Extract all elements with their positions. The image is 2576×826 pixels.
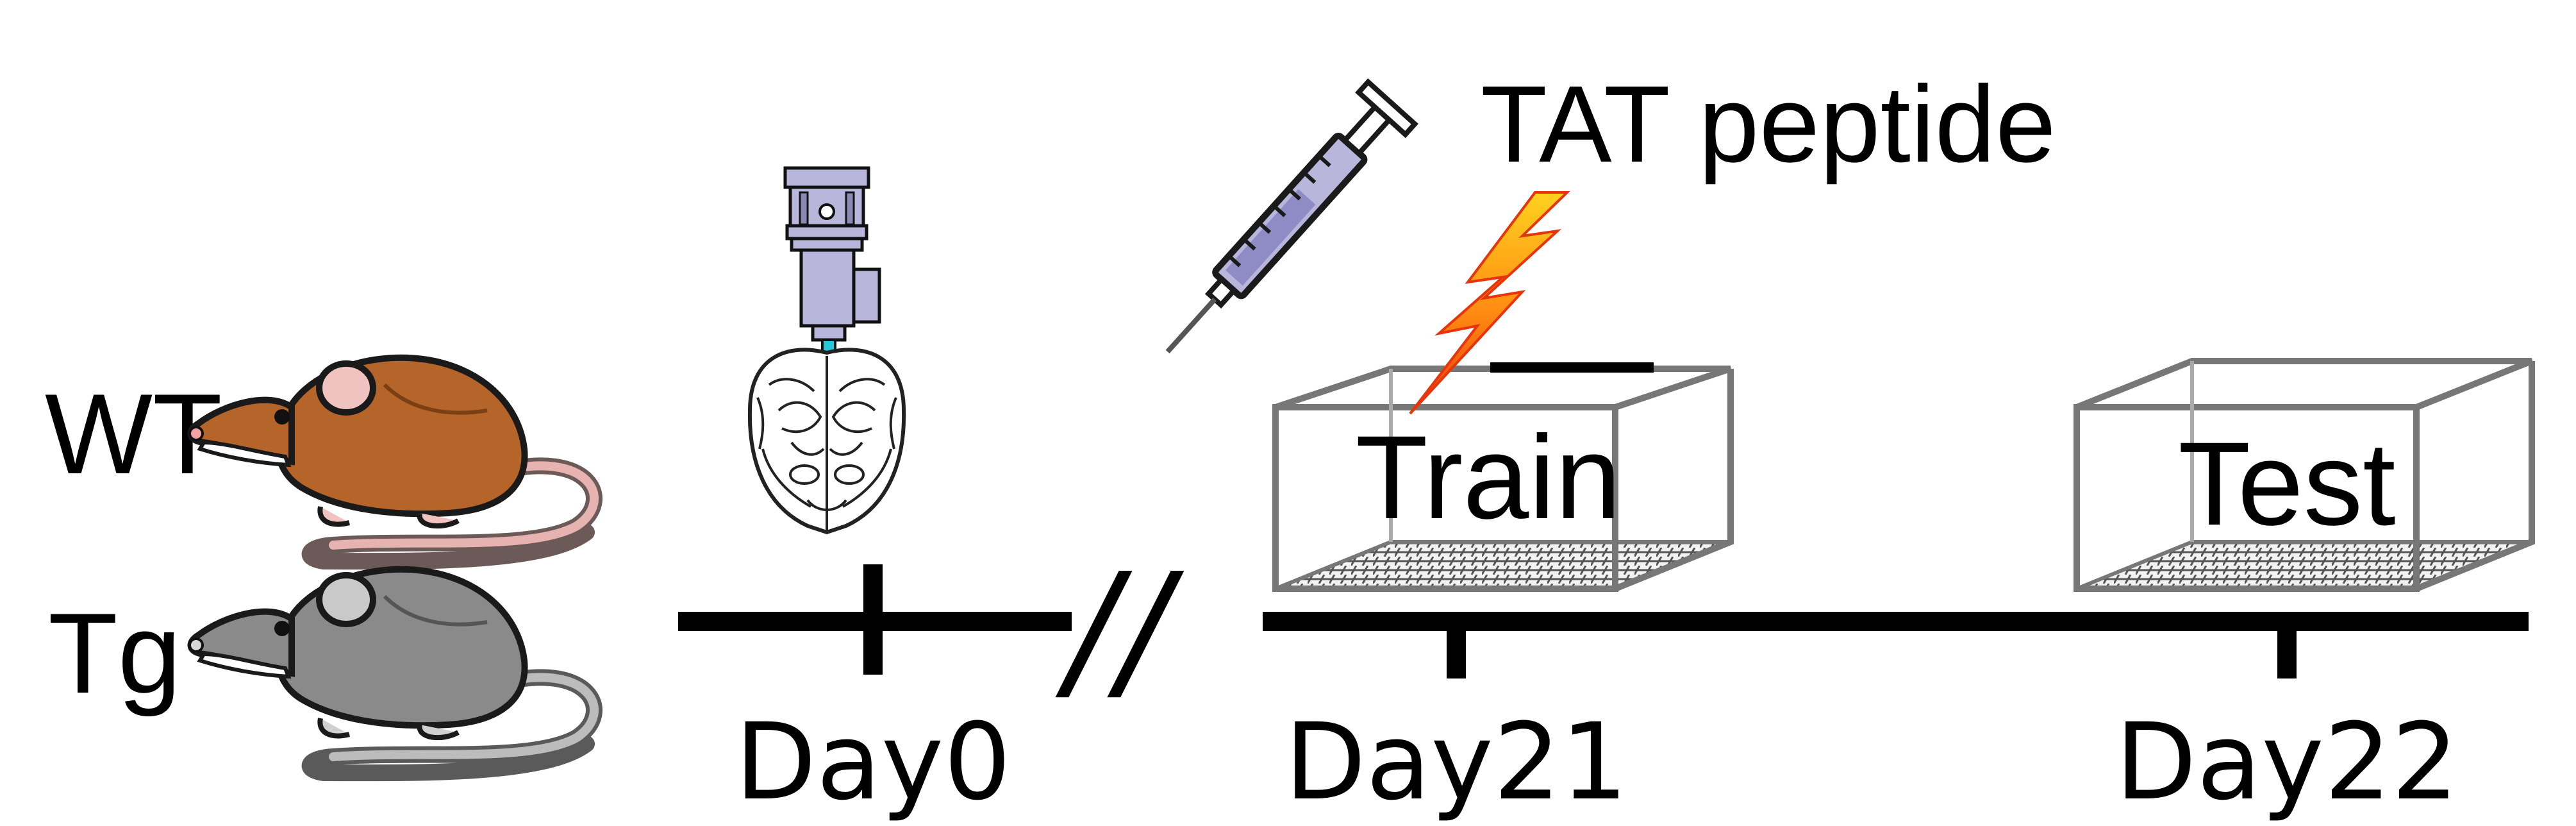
injection-label: TAT peptide [1481,63,2056,185]
group-label-tg: Tg [48,589,181,717]
test-chamber [2073,358,2535,592]
day-label-day0: Day0 [735,700,1011,823]
lightning-bolt-icon [1409,191,1570,415]
timeline-break-mark: // [1055,540,1184,720]
timeline: // [678,540,2529,720]
chamber-label-test: Test [2178,418,2395,550]
brain-section-icon [747,348,906,535]
chamber-label-train: Train [1356,412,1622,544]
day-label-day22: Day22 [2115,700,2459,823]
gray-mouse-icon [187,566,602,782]
syringe-icon [1165,78,1418,354]
day-label-day21: Day21 [1284,700,1628,823]
train-chamber [1272,362,1734,592]
brown-mouse-icon [187,354,602,570]
